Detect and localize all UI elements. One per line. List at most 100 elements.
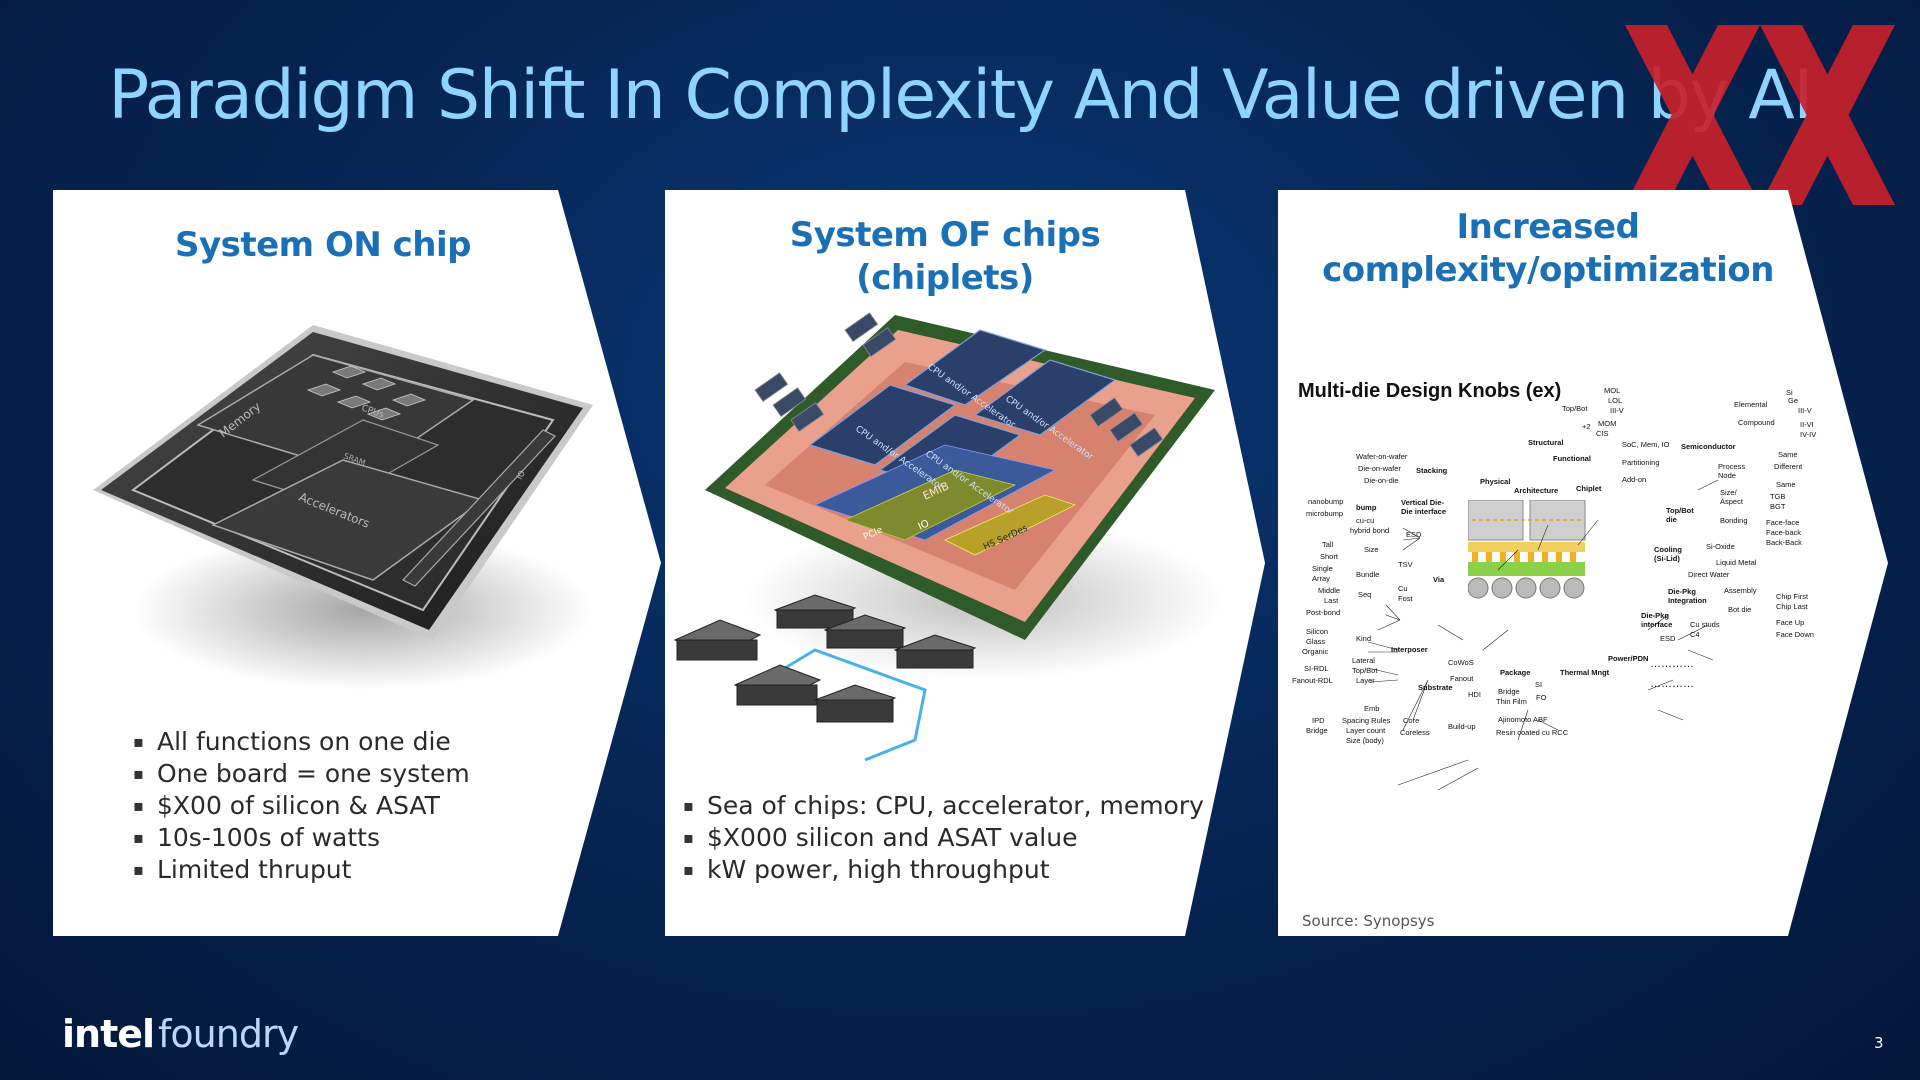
knob-label: Power/PDN: [1608, 654, 1649, 663]
knob-label: Assembly: [1724, 586, 1757, 595]
knob-label: bump: [1356, 503, 1377, 512]
knob-label: Silicon: [1306, 627, 1329, 636]
knob-label: Face-back: [1766, 528, 1802, 537]
knob-label: Middle: [1318, 586, 1341, 595]
panel-heading: Increased complexity/optimization: [1278, 206, 1818, 292]
bullet-item: $X000 silicon and ASAT value: [683, 822, 1204, 854]
bullet-item: 10s-100s of watts: [133, 822, 470, 854]
knob-label: Tall: [1322, 540, 1334, 549]
panel-complexity: Increased complexity/optimization Multi-…: [1278, 190, 1888, 936]
knob-label: Functional: [1553, 454, 1591, 463]
knob-label: CIS: [1596, 429, 1609, 438]
knob-label: cu-cu: [1356, 516, 1375, 525]
knob-label: Layer count: [1346, 726, 1386, 735]
knob-label: …………: [1650, 678, 1694, 690]
heading-line: Increased: [1456, 207, 1640, 247]
soc-chip-illustration: Memory CPUs SRAM Accelerators IO: [93, 325, 593, 690]
bullet-item: $X00 of silicon & ASAT: [133, 790, 470, 822]
knob-label: Ajinomoto ABF: [1498, 715, 1548, 724]
bullet-item: All functions on one die: [133, 726, 470, 758]
knob-label: Bundle: [1356, 570, 1380, 579]
bullet-list: Sea of chips: CPU, accelerator, memory $…: [683, 790, 1204, 886]
knob-label: Core: [1403, 716, 1420, 725]
slide-title: Paradigm Shift In Complexity And Value d…: [108, 56, 1813, 135]
knob-label: Bonding: [1720, 516, 1748, 525]
knob-label: Ge: [1788, 396, 1799, 405]
knob-label: Substrate: [1418, 683, 1453, 692]
knob-label: Size/ Aspect: [1720, 488, 1743, 506]
knob-label: Same: [1778, 450, 1798, 459]
knob-label: Bot die: [1728, 605, 1752, 614]
knob-label: MOL: [1604, 386, 1621, 395]
chip-label-io: IO: [917, 518, 932, 533]
knob-label: Fanout-RDL: [1292, 676, 1333, 685]
knob-label: Die-Pkg Integration: [1668, 587, 1707, 605]
knob-label: Compound: [1738, 418, 1775, 427]
knob-label: Face Down: [1776, 630, 1814, 639]
knob-label: Emb: [1364, 704, 1380, 713]
knob-label: Chip First: [1776, 592, 1809, 601]
knob-label: Elemental: [1734, 400, 1768, 409]
knob-label: Top/Bot: [1562, 404, 1588, 413]
knob-label: Post-bond: [1306, 608, 1341, 617]
knob-label: Architecture: [1514, 486, 1559, 495]
knob-label: Size: [1364, 545, 1379, 554]
sea-of-chips-illustration: [673, 594, 977, 762]
knob-label: Process Node: [1718, 462, 1746, 480]
knob-label: Add-on: [1622, 475, 1647, 484]
page-number: 3: [1874, 1034, 1884, 1052]
knob-label: IV-IV: [1800, 430, 1817, 439]
knob-label: Package: [1500, 668, 1531, 677]
panel-system-of-chips: System OF chips (chiplets) CPU: [665, 190, 1265, 936]
knob-label: Liquid Metal: [1716, 558, 1757, 567]
panel-heading: System OF chips (chiplets): [665, 214, 1225, 300]
knob-label: Die-on-wafer: [1358, 464, 1401, 473]
watermark-logo: [1625, 25, 1895, 205]
source-citation: Source: Synopsys: [1302, 912, 1435, 930]
knob-label: SoC, Mem, IO: [1622, 440, 1670, 449]
knob-label: Cu studs: [1690, 620, 1720, 629]
knob-label: Thin Film: [1496, 697, 1527, 706]
knob-label: Back-Back: [1766, 538, 1802, 547]
knob-label: Si: [1786, 388, 1793, 397]
bullet-item: Sea of chips: CPU, accelerator, memory: [683, 790, 1204, 822]
knob-label: SI-RDL: [1304, 664, 1329, 673]
knob-label: Bridge: [1498, 687, 1520, 696]
knob-label: Die-Pkg interface: [1641, 611, 1673, 629]
knob-label: Chip Last: [1776, 602, 1808, 611]
knob-label: Single: [1312, 564, 1333, 573]
knob-label: Layer: [1356, 676, 1375, 685]
bullet-list: All functions on one die One board = one…: [133, 726, 470, 886]
knob-label: III-V: [1610, 406, 1624, 415]
knob-label: Direct Water: [1688, 570, 1730, 579]
knob-label: hybrid bond: [1350, 526, 1390, 535]
logo-foundry: foundry: [158, 1012, 299, 1056]
heading-line: System OF chips: [789, 215, 1101, 255]
knob-label: Face-face: [1766, 518, 1800, 527]
bullet-item: kW power, high throughput: [683, 854, 1204, 886]
knob-label: FO: [1536, 693, 1547, 702]
knob-label: …………: [1650, 658, 1694, 670]
knob-label: LOL: [1608, 396, 1623, 405]
panel-heading: System ON chip: [53, 224, 593, 267]
bullet-item: One board = one system: [133, 758, 470, 790]
knob-label: Physical: [1480, 477, 1511, 486]
knob-label: Glass: [1306, 637, 1326, 646]
knob-label: Organic: [1302, 647, 1329, 656]
knob-label: Short: [1320, 552, 1338, 561]
knob-label: Structural: [1528, 438, 1564, 447]
heading-line: (chiplets): [856, 258, 1034, 298]
knob-label: Resin coated cu RCC: [1496, 728, 1569, 737]
knob-label: TSV: [1398, 560, 1413, 569]
knob-label: C4: [1690, 630, 1700, 639]
knob-label: Stacking: [1416, 466, 1448, 475]
knob-label: Kind: [1356, 634, 1372, 643]
knob-label: SI: [1535, 680, 1543, 689]
knob-label: Top/Bot die: [1666, 506, 1694, 524]
knob-connector-lines: [1367, 479, 1719, 791]
knob-label: Wafer-on-wafer: [1356, 452, 1408, 461]
knob-label: Interposer: [1391, 645, 1428, 654]
knob-label: Semiconductor: [1681, 442, 1736, 451]
knob-label: CoWoS: [1448, 658, 1474, 667]
